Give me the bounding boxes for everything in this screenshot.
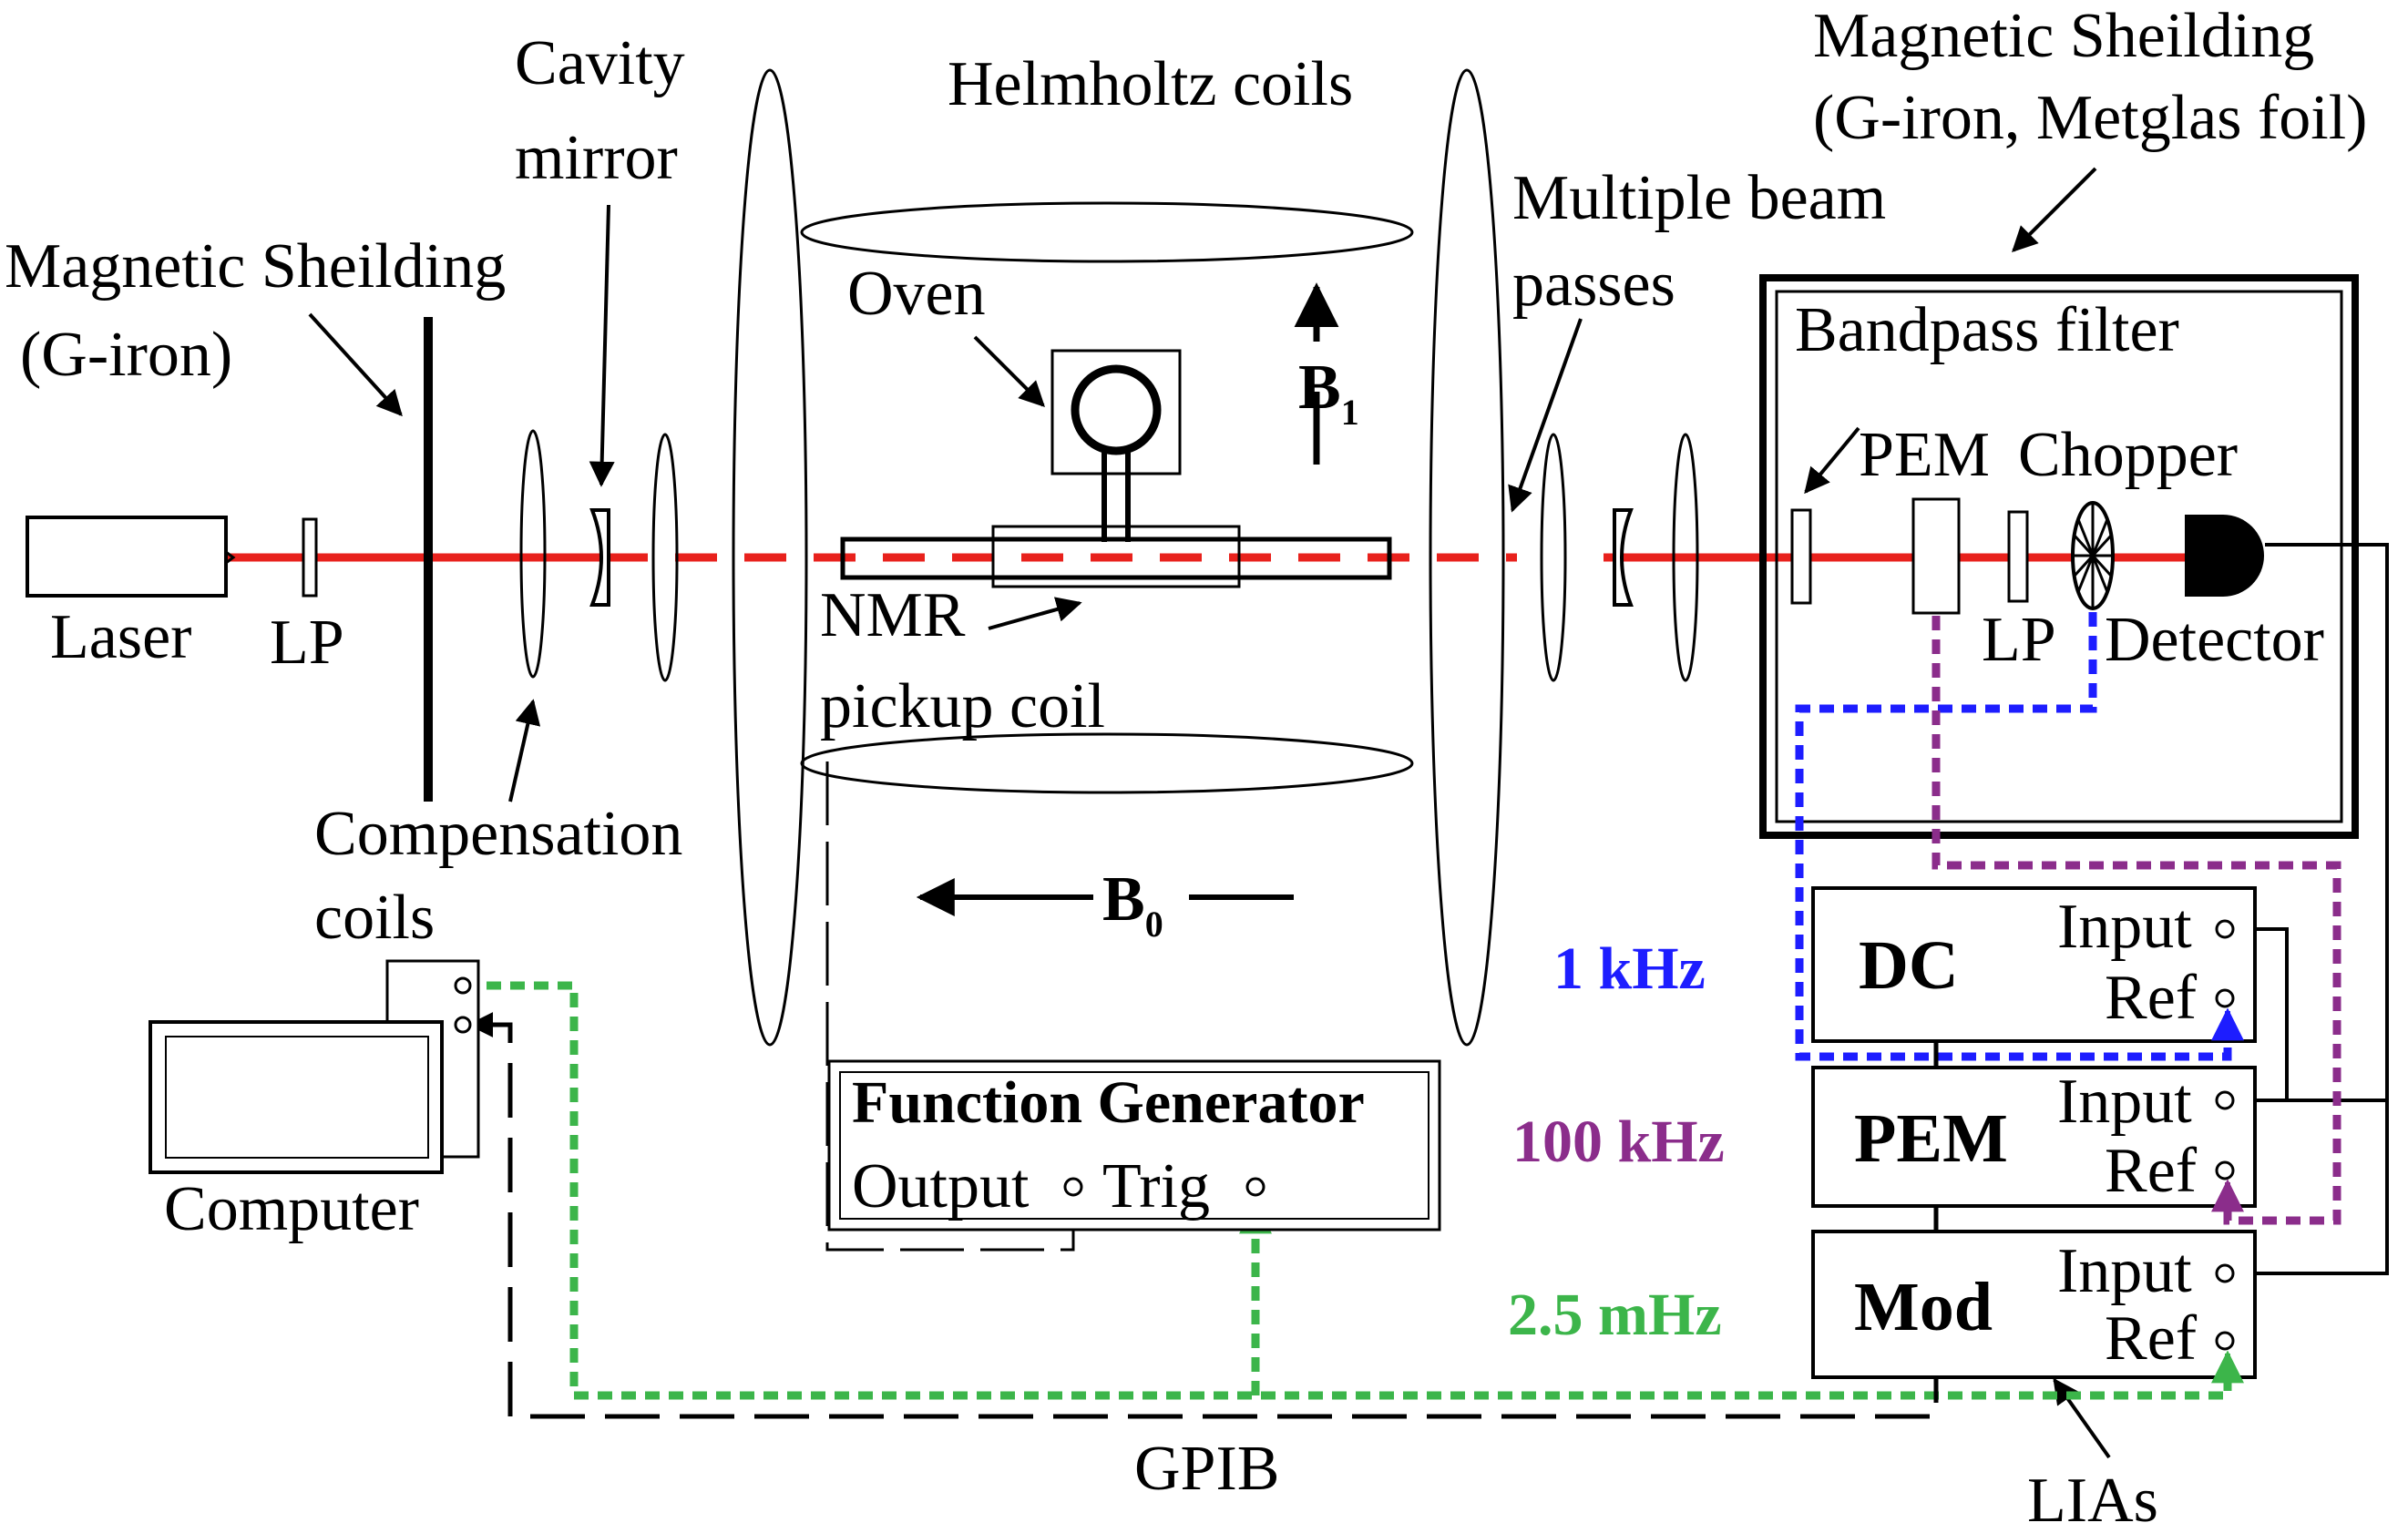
cavity-mirror-arrow: [589, 204, 615, 487]
lens-right-2: [1672, 433, 1699, 682]
detector: [2185, 515, 2264, 597]
mod-ref-line: [463, 981, 2232, 1400]
lias-label: LIAs: [2027, 1466, 2158, 1533]
lia-pem-ref: Ref: [2105, 1136, 2198, 1206]
lia-dc-freq: 1 kHz: [1553, 935, 1706, 1002]
oven-arrow: [973, 335, 1045, 407]
gpib-bus: [474, 1022, 1939, 1419]
cavity-mirror-right: [1612, 508, 1634, 607]
compensation-arrow: [508, 699, 541, 802]
lias-arrow: [2053, 1377, 2111, 1459]
lens-left: [651, 433, 679, 682]
cavity-mirror-label-1: Cavity: [515, 28, 685, 98]
magnetic-shielding-right: [1759, 274, 2359, 839]
b1-label: B1: [1298, 353, 1359, 433]
function-generator: [827, 1059, 1441, 1232]
compensation-label-1: Compensation: [314, 799, 682, 869]
chopper-label: Chopper: [2018, 420, 2238, 490]
cavity-mirror-label-2: mirror: [515, 123, 678, 193]
pem-label: PEM: [1859, 420, 1990, 490]
nmr-arrow: [988, 597, 1082, 630]
nmr-label-2: pickup coil: [820, 671, 1105, 741]
oven-label: Oven: [847, 259, 986, 329]
lia-pem-freq: 100 kHz: [1512, 1109, 1725, 1175]
fg-trig-label: Trig: [1102, 1151, 1210, 1221]
compensation-coil: [519, 429, 547, 679]
computer: [149, 959, 480, 1174]
linear-polarizer-left: [302, 517, 318, 598]
lp-right-label: LP: [1982, 605, 2056, 675]
lia-mod-name: Mod: [1854, 1269, 1993, 1345]
shielding-left-label-1: Magnetic Sheilding: [5, 231, 506, 301]
bandpass-filter: [1790, 508, 1812, 605]
helmholtz-label: Helmholtz coils: [948, 49, 1353, 119]
function-generator-title: Function Generator: [852, 1069, 1365, 1136]
vapor-cell: [840, 537, 1392, 580]
computer-label: Computer: [164, 1174, 419, 1244]
nmr-label-1: NMR: [820, 580, 966, 650]
cavity-mirror-left: [589, 508, 610, 607]
laser-label: Laser: [50, 602, 191, 672]
lia-mod-ref: Ref: [2105, 1303, 2198, 1374]
shielding-right-label-1: Magnetic Sheilding: [1813, 1, 2314, 71]
pem-ref-line: [1932, 616, 2341, 1225]
pem-modulator: [1911, 497, 1961, 615]
lia-dc: DC Input Ref: [1811, 886, 2257, 1043]
laser: [26, 516, 236, 598]
compensation-label-2: coils: [314, 883, 435, 953]
magnetic-shielding-right-inner: [1775, 290, 2343, 823]
shielding-left-arrow: [308, 312, 403, 417]
detector-label: Detector: [2105, 605, 2324, 675]
multiple-beam-label-1: Multiple beam: [1512, 163, 1886, 233]
shielding-right-label-2: (G-iron, Metglas foil): [1813, 83, 2367, 153]
multiple-beam-arrow: [1508, 318, 1583, 513]
lia-mod: Mod Input Ref: [1811, 1230, 2257, 1379]
lia-dc-input: Input: [2057, 892, 2192, 962]
linear-polarizer-right: [2007, 510, 2029, 603]
lens-right-1: [1540, 433, 1567, 682]
helmholtz-coils: [732, 68, 1505, 1047]
fg-output-label: Output: [852, 1151, 1030, 1221]
chopper-wheel: [2071, 501, 2115, 610]
shielding-left-label-2: (G-iron): [20, 320, 232, 390]
multiple-beam-label-2: passes: [1512, 250, 1675, 320]
lp-left-label: LP: [270, 608, 344, 678]
lia-pem: PEM Input Ref: [1811, 1066, 2257, 1208]
lia-dc-name: DC: [1859, 927, 1959, 1004]
nmr-pickup-coil: [991, 525, 1241, 588]
lia-pem-name: PEM: [1854, 1100, 2008, 1177]
shielding-right-arrow: [2012, 167, 2097, 252]
oven: [1050, 349, 1182, 542]
lia-pem-input: Input: [2057, 1067, 2192, 1137]
bandpass-arrow: [1804, 426, 1860, 495]
chopper-ref-line: [1795, 612, 2232, 1061]
bandpass-label: Bandpass filter: [1795, 295, 2179, 365]
gpib-label: GPIB: [1134, 1434, 1279, 1504]
lia-dc-ref: Ref: [2105, 963, 2198, 1033]
lia-mod-freq: 2.5 mHz: [1508, 1282, 1722, 1348]
lia-mod-input: Input: [2057, 1236, 2192, 1306]
b0-label: B0: [1102, 864, 1163, 945]
